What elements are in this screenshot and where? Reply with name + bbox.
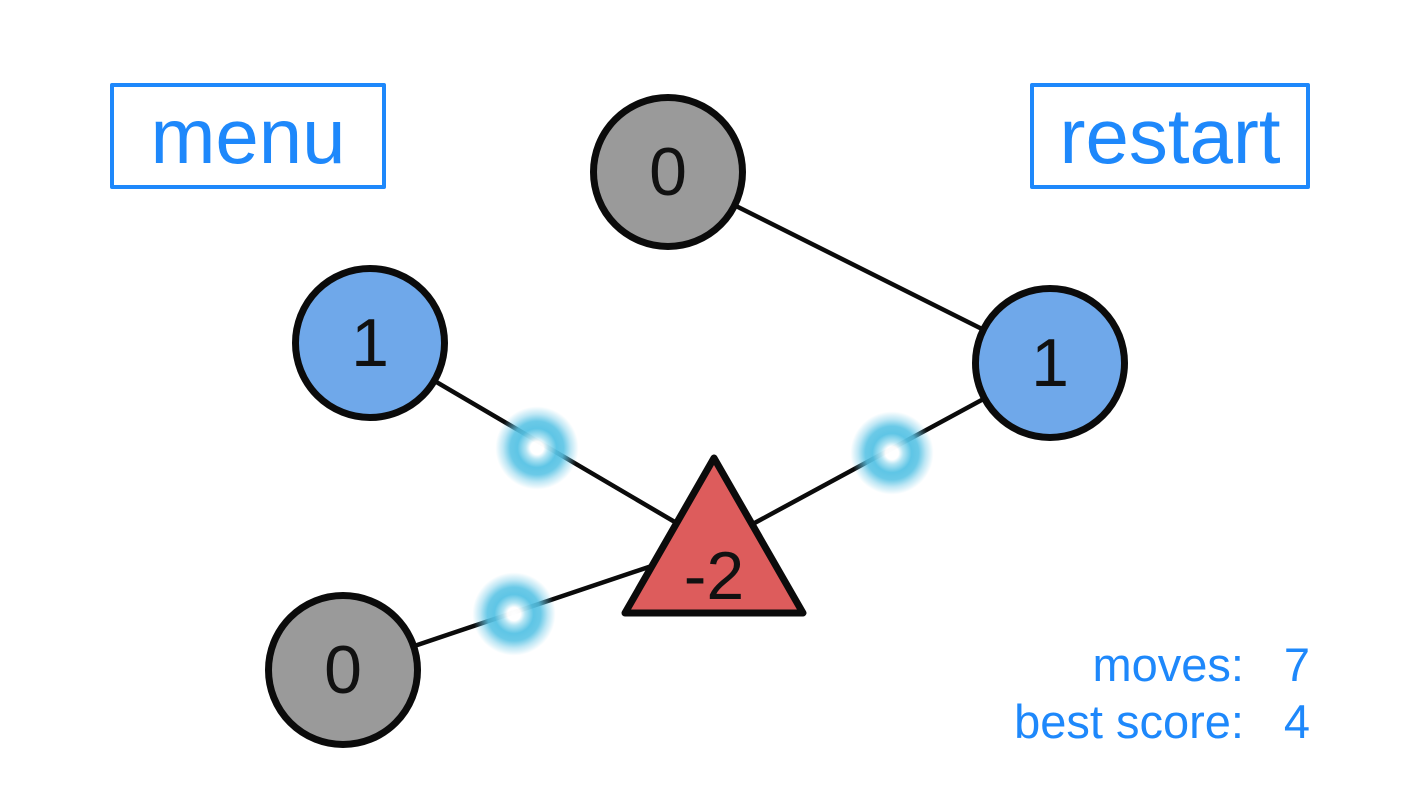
moves-value: 7: [1283, 638, 1310, 691]
graph-node-blue-left[interactable]: 1: [292, 265, 448, 421]
moves-label: moves:: [1092, 638, 1245, 691]
node-value: 1: [1031, 325, 1069, 401]
node-value: 1: [351, 305, 389, 381]
graph-node-blue-right[interactable]: 1: [972, 285, 1128, 441]
score-panel: moves: 7 best score: 4: [1014, 636, 1310, 750]
restart-button[interactable]: restart: [1030, 83, 1310, 189]
moves-row: moves: 7: [1014, 636, 1311, 693]
graph-node-gray-bottom[interactable]: 0: [265, 592, 421, 748]
best-score-row: best score: 4: [1014, 693, 1310, 750]
triangle-shape: [621, 454, 807, 617]
best-score-label: best score:: [1014, 695, 1244, 748]
graph-node-triangle[interactable]: -2: [614, 452, 814, 622]
graph-node-gray-top[interactable]: 0: [590, 94, 746, 250]
node-value: 0: [324, 632, 362, 708]
node-value: 0: [649, 134, 687, 210]
best-score-value: 4: [1283, 695, 1310, 748]
node-value: -2: [683, 538, 745, 614]
menu-button[interactable]: menu: [110, 83, 386, 189]
